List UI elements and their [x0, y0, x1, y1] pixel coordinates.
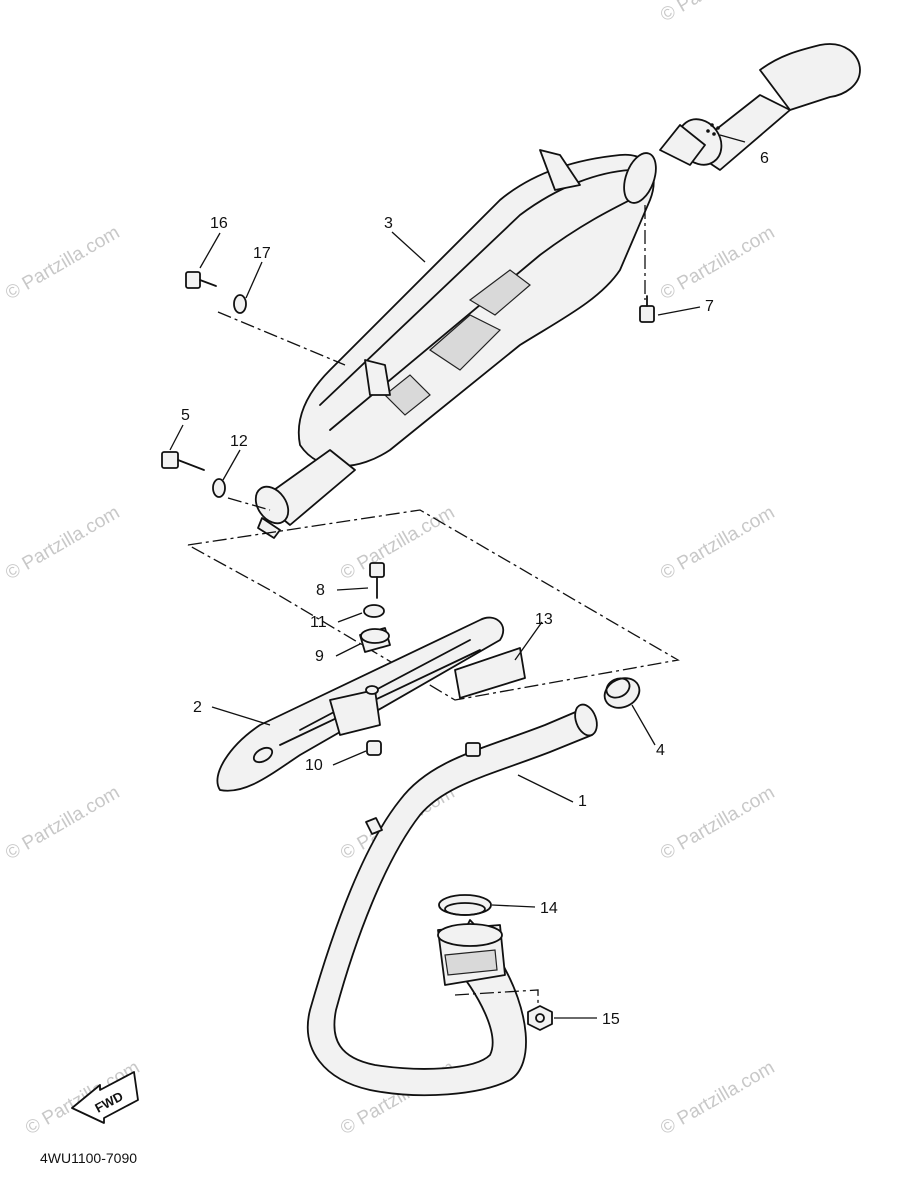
watermark: © Partzilla.com: [657, 782, 778, 864]
callout-labels: 6 3 16 17 7 5 12 8 11 9 13 2 10 4 1 14 1…: [181, 150, 769, 1028]
assembly-dash-line: [454, 989, 539, 1005]
callout-3: 3: [384, 215, 393, 232]
watermark: © Partzilla.com: [657, 222, 778, 304]
callout-12: 12: [230, 433, 248, 450]
watermark: © Partzilla.com: [657, 502, 778, 584]
assembly-dash-line: [187, 509, 680, 701]
part-8-bolt: [369, 562, 385, 599]
fwd-arrow-icon: FWD: [71, 1071, 139, 1124]
assembly-dash-line: [227, 497, 271, 511]
callout-15: 15: [602, 1011, 620, 1028]
part-6-tailpipe: [659, 43, 861, 171]
callout-8: 8: [316, 582, 325, 599]
part-4-gasket: [603, 677, 641, 709]
callout-13: 13: [535, 611, 553, 628]
part-9-grommet: [359, 627, 391, 653]
callout-2: 2: [193, 699, 202, 716]
watermark: © Partzilla.com: [2, 782, 123, 864]
part-3-muffler: [254, 149, 657, 539]
watermark: © Partzilla.com: [657, 0, 778, 26]
watermark: © Partzilla.com: [337, 502, 458, 584]
callout-11: 11: [310, 614, 327, 631]
watermark: © Partzilla.com: [657, 1057, 778, 1139]
part-7-bolt: [639, 295, 655, 323]
part-16-bolt: [185, 271, 217, 289]
callout-6: 6: [760, 150, 769, 167]
callout-14: 14: [540, 900, 558, 917]
part-11-washer: [363, 604, 385, 618]
diagram-code: 4WU1100-7090: [40, 1150, 137, 1166]
part-12-washer: [212, 478, 226, 498]
callout-7: 7: [705, 298, 714, 315]
assembly-dash-line: [217, 311, 346, 366]
part-13-label: [454, 647, 526, 699]
watermark-layer: © Partzilla.com © Partzilla.com © Partzi…: [2, 0, 778, 1139]
exhaust-flange: [437, 923, 506, 986]
part-1-exhaust-pipe: [306, 703, 598, 1097]
part-10-collar: [366, 740, 382, 756]
watermark: © Partzilla.com: [2, 502, 123, 584]
watermark: © Partzilla.com: [2, 222, 123, 304]
callout-10: 10: [305, 757, 323, 774]
part-14-gasket: [438, 894, 492, 916]
callout-1: 1: [578, 793, 587, 810]
callout-4: 4: [656, 742, 665, 759]
part-17-washer: [233, 294, 247, 314]
callout-16: 16: [210, 215, 228, 232]
part-15-nut: [527, 1005, 553, 1031]
leader-lines: [169, 134, 746, 1019]
callout-17: 17: [253, 245, 271, 262]
part-5-bolt: [161, 451, 205, 471]
part-2-heat-protector: [216, 616, 505, 792]
callout-9: 9: [315, 648, 324, 665]
callout-5: 5: [181, 407, 190, 424]
